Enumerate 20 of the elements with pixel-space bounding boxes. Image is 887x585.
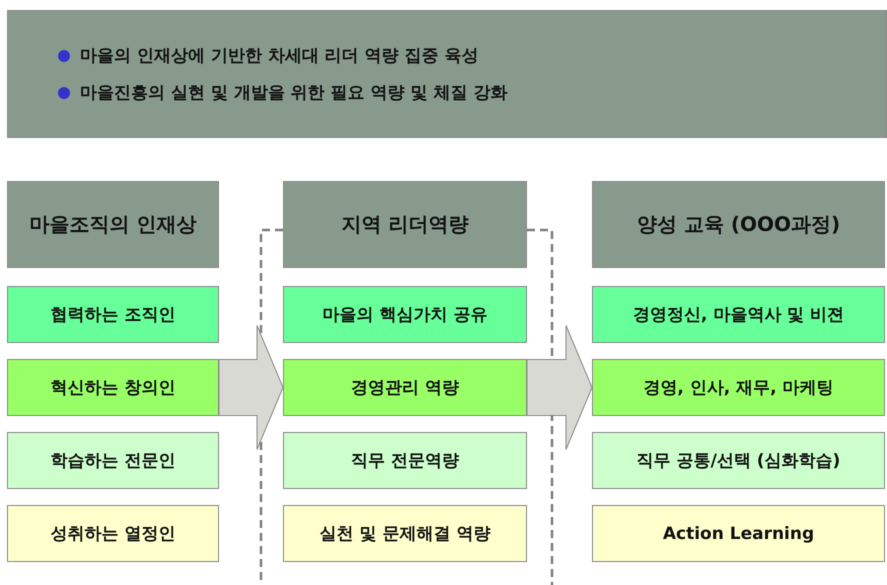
item-box: 마을의 핵심가치 공유 — [283, 286, 527, 343]
bullet-text: 마을진흥의 실현 및 개발을 위한 필요 역량 및 체질 강화 — [80, 82, 508, 104]
item-box: 경영, 인사, 재무, 마케팅 — [592, 359, 885, 416]
block-arrow — [218, 325, 284, 450]
banner-panel — [7, 10, 887, 138]
item-box: Action Learning — [592, 505, 885, 562]
bullet-text: 마을의 인재상에 기반한 차세대 리더 역량 집중 육성 — [80, 45, 478, 67]
item-box: 경영관리 역량 — [283, 359, 527, 416]
item-box: 직무 공통/선택 (심화학습) — [592, 432, 885, 489]
block-arrow — [526, 325, 593, 450]
item-box: 협력하는 조직인 — [7, 286, 219, 343]
item-box: 학습하는 전문인 — [7, 432, 219, 489]
item-box: 성취하는 열정인 — [7, 505, 219, 562]
column-header: 마을조직의 인재상 — [7, 181, 219, 268]
item-box: 경영정신, 마을역사 및 비젼 — [592, 286, 885, 343]
item-box: 혁신하는 창의인 — [7, 359, 219, 416]
item-box: 직무 전문역량 — [283, 432, 527, 489]
column-header: 지역 리더역량 — [283, 181, 527, 268]
item-box: 실천 및 문제해결 역량 — [283, 505, 527, 562]
column-header: 양성 교육 (OOO과정) — [592, 181, 885, 268]
